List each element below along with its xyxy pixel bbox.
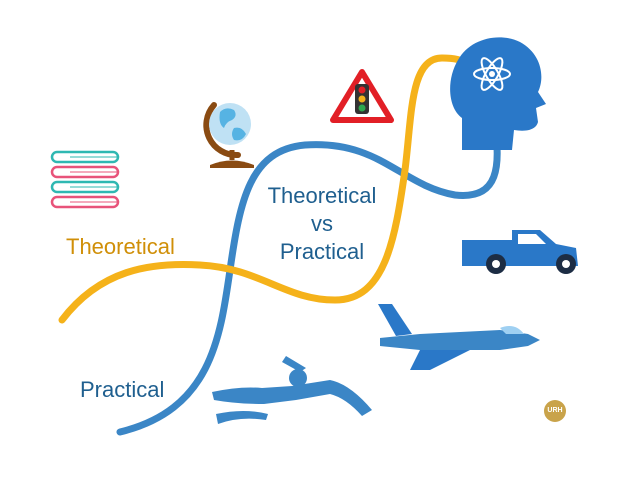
theoretical-label: Theoretical [66,234,175,259]
center-title-line1: Theoretical [267,183,377,208]
center-title: Theoretical vs Practical [252,182,392,266]
swimmer-icon [212,356,372,424]
books-icon [50,150,120,209]
logo-badge: URH [544,400,566,422]
center-title-line3: Practical [279,239,365,264]
truck-icon [462,230,578,274]
center-title-line2: vs [311,211,333,236]
globe-icon [203,102,254,168]
theoretical-curve [58,54,472,324]
traffic-sign-icon [330,69,394,123]
practical-curve [116,121,501,436]
practical-label: Practical [80,377,165,402]
jet-icon [378,304,540,370]
head-atom-icon [450,37,546,150]
